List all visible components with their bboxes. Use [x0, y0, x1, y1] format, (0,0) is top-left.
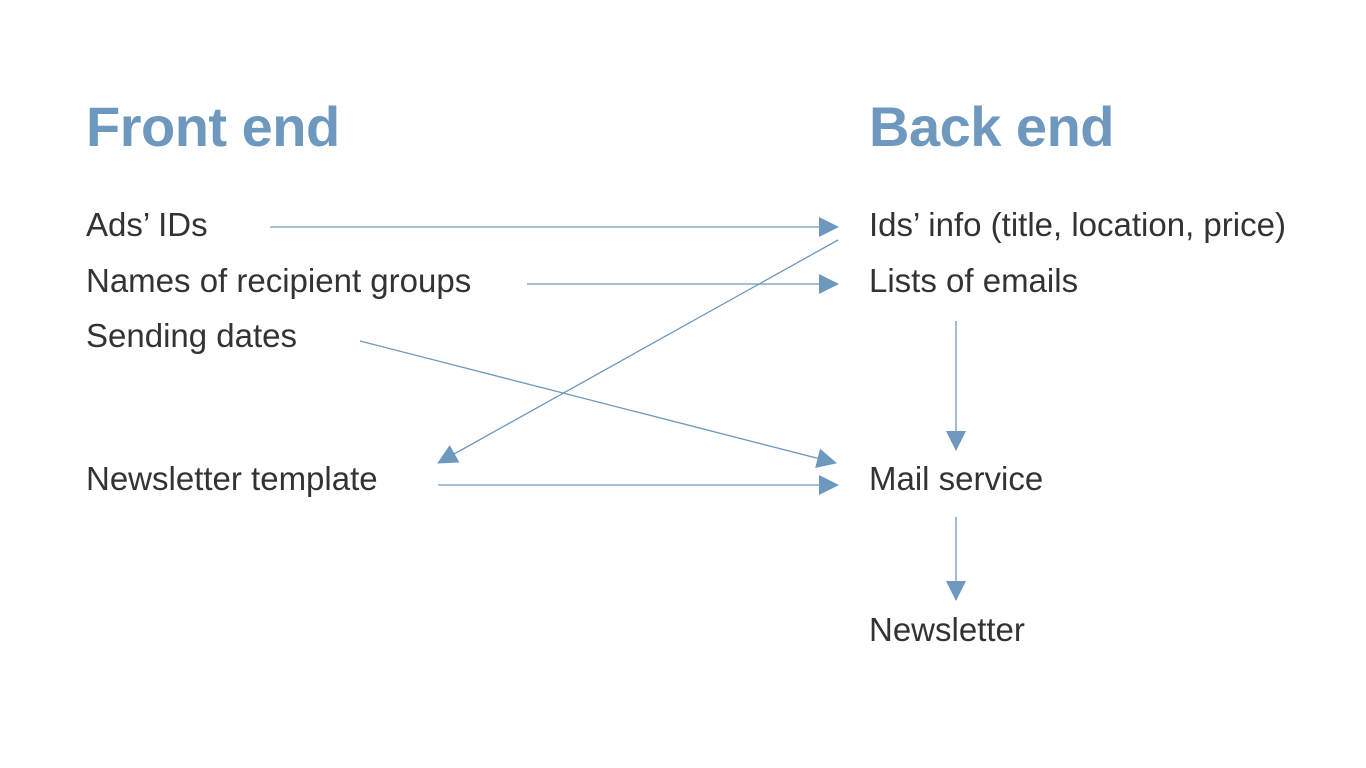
node-newsletter: Newsletter: [869, 611, 1025, 648]
node-sending-dates: Sending dates: [86, 317, 298, 354]
front-end-heading: Front end: [86, 95, 340, 158]
node-lists-of-emails: Lists of emails: [869, 262, 1079, 299]
node-newsletter-template: Newsletter template: [86, 460, 378, 497]
node-mail-service: Mail service: [869, 460, 1044, 497]
node-recipient-groups: Names of recipient groups: [86, 262, 472, 299]
node-ids-info: Ids’ info (title, location, price): [869, 206, 1286, 243]
arrow-sending-dates-to-mail-service: [359, 340, 837, 468]
back-end-heading: Back end: [869, 95, 1115, 158]
arrow-ids-info-to-newsletter-template: [437, 239, 839, 464]
node-ads-ids: Ads’ IDs: [86, 206, 208, 243]
